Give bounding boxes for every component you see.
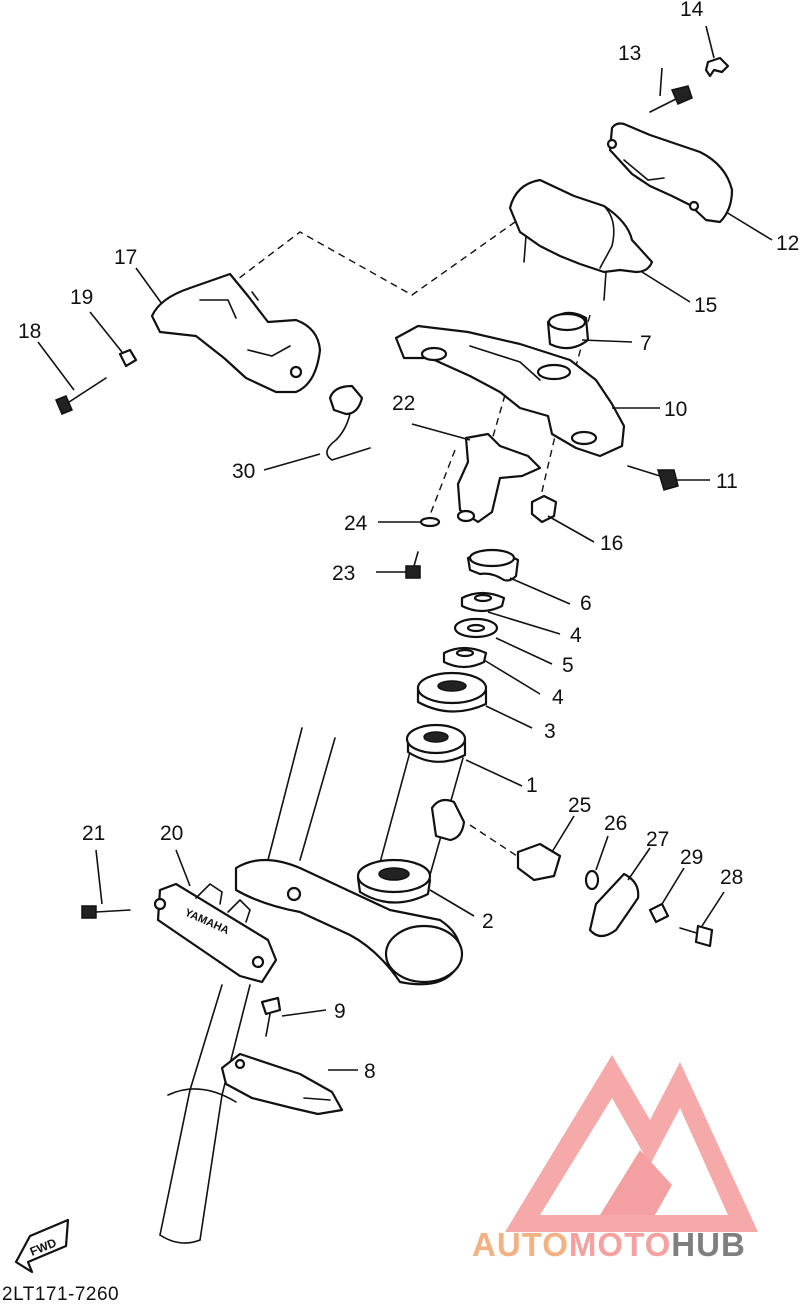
fork-tube-left — [159, 727, 336, 1244]
callout-17: 17 — [114, 246, 137, 269]
leader-lines — [37, 25, 773, 1071]
callout-24: 24 — [344, 512, 368, 535]
part-15-handlebar-holder — [508, 178, 654, 301]
callout-5: 5 — [562, 654, 574, 677]
part-1-bearing — [405, 723, 467, 763]
assembly-lines — [229, 221, 591, 859]
part-25-steering-damper-bush — [430, 798, 562, 882]
part-20-yamaha-bracket: YAMAHA — [153, 882, 278, 984]
steering-stem — [234, 751, 464, 986]
callout-29: 29 — [680, 846, 703, 869]
brand-part-hub: HUB — [671, 1226, 746, 1263]
callout-11: 11 — [716, 470, 738, 493]
callout-9: 9 — [334, 1000, 346, 1023]
part-22-holder — [456, 432, 542, 524]
callout-13: 13 — [618, 42, 641, 65]
part-19-nut — [118, 348, 138, 368]
part-13-bolt — [649, 85, 693, 113]
part-24-washer — [419, 516, 441, 528]
part-5-washer — [453, 617, 499, 639]
part-26-spring — [584, 869, 600, 891]
callout-20: 20 — [160, 822, 183, 845]
callout-16: 16 — [600, 532, 623, 555]
part-3-dust-seal — [416, 671, 488, 713]
part-16-nut — [530, 494, 558, 524]
callout-15: 15 — [694, 294, 717, 317]
callout-28: 28 — [720, 866, 743, 889]
callout-19: 19 — [70, 286, 93, 309]
callout-23: 23 — [332, 562, 355, 585]
callout-12: 12 — [776, 232, 799, 255]
part-17-handlebar-holder — [150, 272, 322, 394]
callout-25: 25 — [568, 794, 591, 817]
callout-4-lower: 4 — [552, 686, 564, 709]
part-10-upper-bracket — [394, 324, 626, 458]
forward-arrow-icon: FWD — [14, 1218, 70, 1274]
diagram-code: 2LT171-7260 — [2, 1284, 120, 1305]
part-4-lock-washer-upper — [460, 591, 506, 613]
watermark-logo-icon — [505, 1055, 758, 1232]
brand-part-moto: MOTO — [568, 1226, 672, 1263]
part-2-bearing — [356, 858, 432, 904]
part-9-bolt — [260, 996, 282, 1037]
callout-7: 7 — [640, 332, 652, 355]
callout-21: 21 — [82, 822, 105, 845]
part-29-nut — [648, 902, 670, 924]
part-7-nut — [546, 311, 590, 350]
part-23-bolt — [405, 551, 421, 579]
part-14-cap — [704, 56, 730, 78]
callout-27: 27 — [646, 828, 669, 851]
callout-10: 10 — [664, 398, 687, 421]
part-4-lock-washer-lower — [442, 646, 488, 669]
brand-part-auto: AUTO — [472, 1226, 569, 1263]
callout-18: 18 — [18, 320, 41, 343]
callout-1: 1 — [526, 774, 538, 797]
part-6-ring-nut — [466, 548, 520, 582]
callout-3: 3 — [544, 720, 556, 743]
callout-14: 14 — [680, 0, 704, 21]
part-11-bolt — [627, 465, 679, 491]
watermark-brand-text: AUTOMOTOHUB — [472, 1226, 746, 1264]
callout-30: 30 — [232, 460, 255, 483]
callout-numbers: 1 2 3 4 5 4 6 7 8 9 10 11 12 13 14 15 16… — [18, 0, 799, 1083]
callout-26: 26 — [604, 812, 627, 835]
callout-6: 6 — [580, 592, 592, 615]
callout-4-upper: 4 — [570, 624, 582, 647]
part-27-cover-plate — [588, 872, 640, 938]
part-8-lower-bracket — [220, 1052, 344, 1116]
part-18-bolt — [55, 377, 107, 415]
part-12-handlebar-holder — [606, 122, 734, 224]
callout-2: 2 — [482, 910, 494, 933]
part-30-clip — [326, 384, 371, 461]
part-21-bolt — [81, 905, 131, 919]
callout-8: 8 — [364, 1060, 376, 1083]
callout-22: 22 — [392, 392, 415, 415]
part-28-pin — [679, 924, 714, 948]
